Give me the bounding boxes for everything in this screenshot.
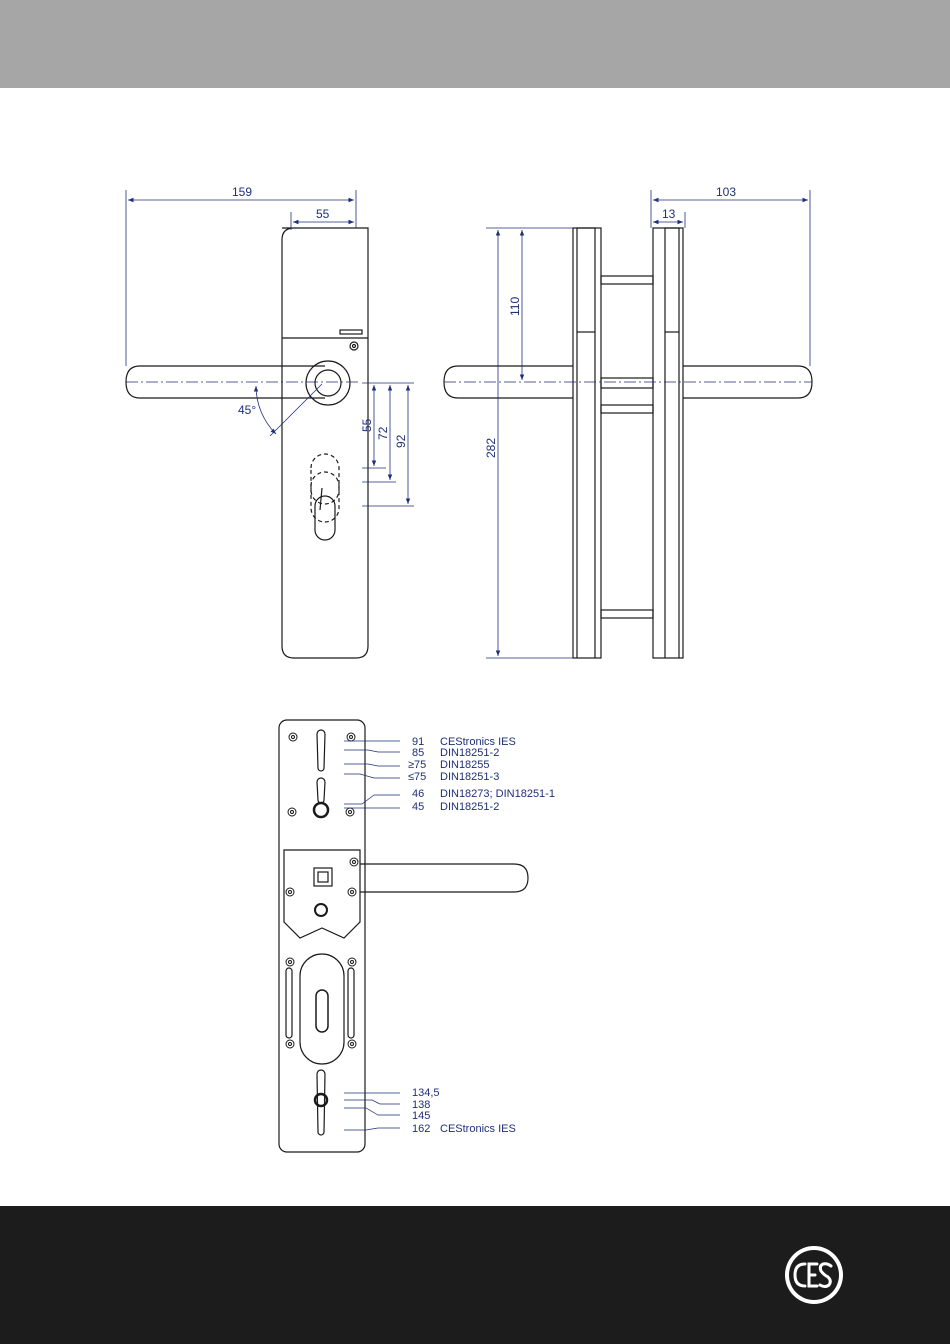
rear-square-spindle xyxy=(314,868,332,886)
front-dimensions xyxy=(126,190,414,506)
rear-view xyxy=(279,720,528,1152)
dim-110: 110 xyxy=(508,297,522,316)
rear-top-text-3: DIN18251-3 xyxy=(440,771,499,783)
side-bar-4 xyxy=(601,610,653,618)
front-backplate xyxy=(282,228,368,658)
rear-top-text-5: DIN18251-2 xyxy=(440,801,499,813)
rear-backplate xyxy=(279,720,365,1152)
rear-cylinder-hole xyxy=(316,990,328,1032)
side-dimensions xyxy=(486,190,810,658)
rear-top-value-2: ≥75 xyxy=(408,759,426,771)
rear-bottom-value-2: 145 xyxy=(412,1110,430,1122)
rear-leader-lines xyxy=(344,741,400,1130)
rear-bottom-text-3: CEStronics IES xyxy=(440,1123,516,1135)
rear-bottom-value-3: 162 xyxy=(412,1123,430,1135)
front-sensor-icon xyxy=(350,342,358,350)
rear-top-text-2: DIN18255 xyxy=(440,759,490,771)
rear-top-value-1: 85 xyxy=(412,747,424,759)
technical-drawing: 159 55 45° 55 72 92 103 13 xyxy=(0,0,950,1206)
dim-72: 72 xyxy=(376,426,390,440)
rear-top-text-1: DIN18251-2 xyxy=(440,747,499,759)
dim-13: 13 xyxy=(662,207,676,221)
side-bar-1 xyxy=(601,276,653,284)
dim-92: 92 xyxy=(394,434,408,448)
rear-top-value-3: ≤75 xyxy=(408,771,426,783)
rear-bottom-value-0: 134,5 xyxy=(412,1087,440,1099)
front-rosette-outer xyxy=(306,361,350,405)
ces-logo-icon xyxy=(783,1244,845,1306)
dim-282: 282 xyxy=(484,438,498,458)
dim-angle-45: 45° xyxy=(238,403,256,417)
front-rosette-inner xyxy=(315,370,341,396)
rear-lock-screw xyxy=(315,904,327,916)
dim-103: 103 xyxy=(716,185,736,199)
dim-159: 159 xyxy=(232,185,252,199)
side-bar-3 xyxy=(601,405,653,413)
front-indicator-slot xyxy=(340,330,362,334)
rear-keyhole-slot-1 xyxy=(317,730,325,771)
front-view xyxy=(126,228,368,658)
side-view xyxy=(444,228,812,658)
side-bar-2 xyxy=(601,378,653,388)
rear-fixing-hole-bottom xyxy=(315,1094,327,1106)
rear-cylinder-rosette xyxy=(300,954,344,1064)
rear-top-value-5: 45 xyxy=(412,801,424,813)
rear-lever-handle xyxy=(360,864,528,892)
dim-55-top: 55 xyxy=(316,207,330,221)
rear-top-value-4: 46 xyxy=(412,788,424,800)
dim-55: 55 xyxy=(360,418,374,432)
rear-keyhole-slot-2 xyxy=(317,778,325,803)
rear-fixing-hole-top xyxy=(314,803,328,817)
rear-keyhole-slot-3 xyxy=(317,1070,325,1135)
rear-top-text-4: DIN18273; DIN18251-1 xyxy=(440,788,555,800)
